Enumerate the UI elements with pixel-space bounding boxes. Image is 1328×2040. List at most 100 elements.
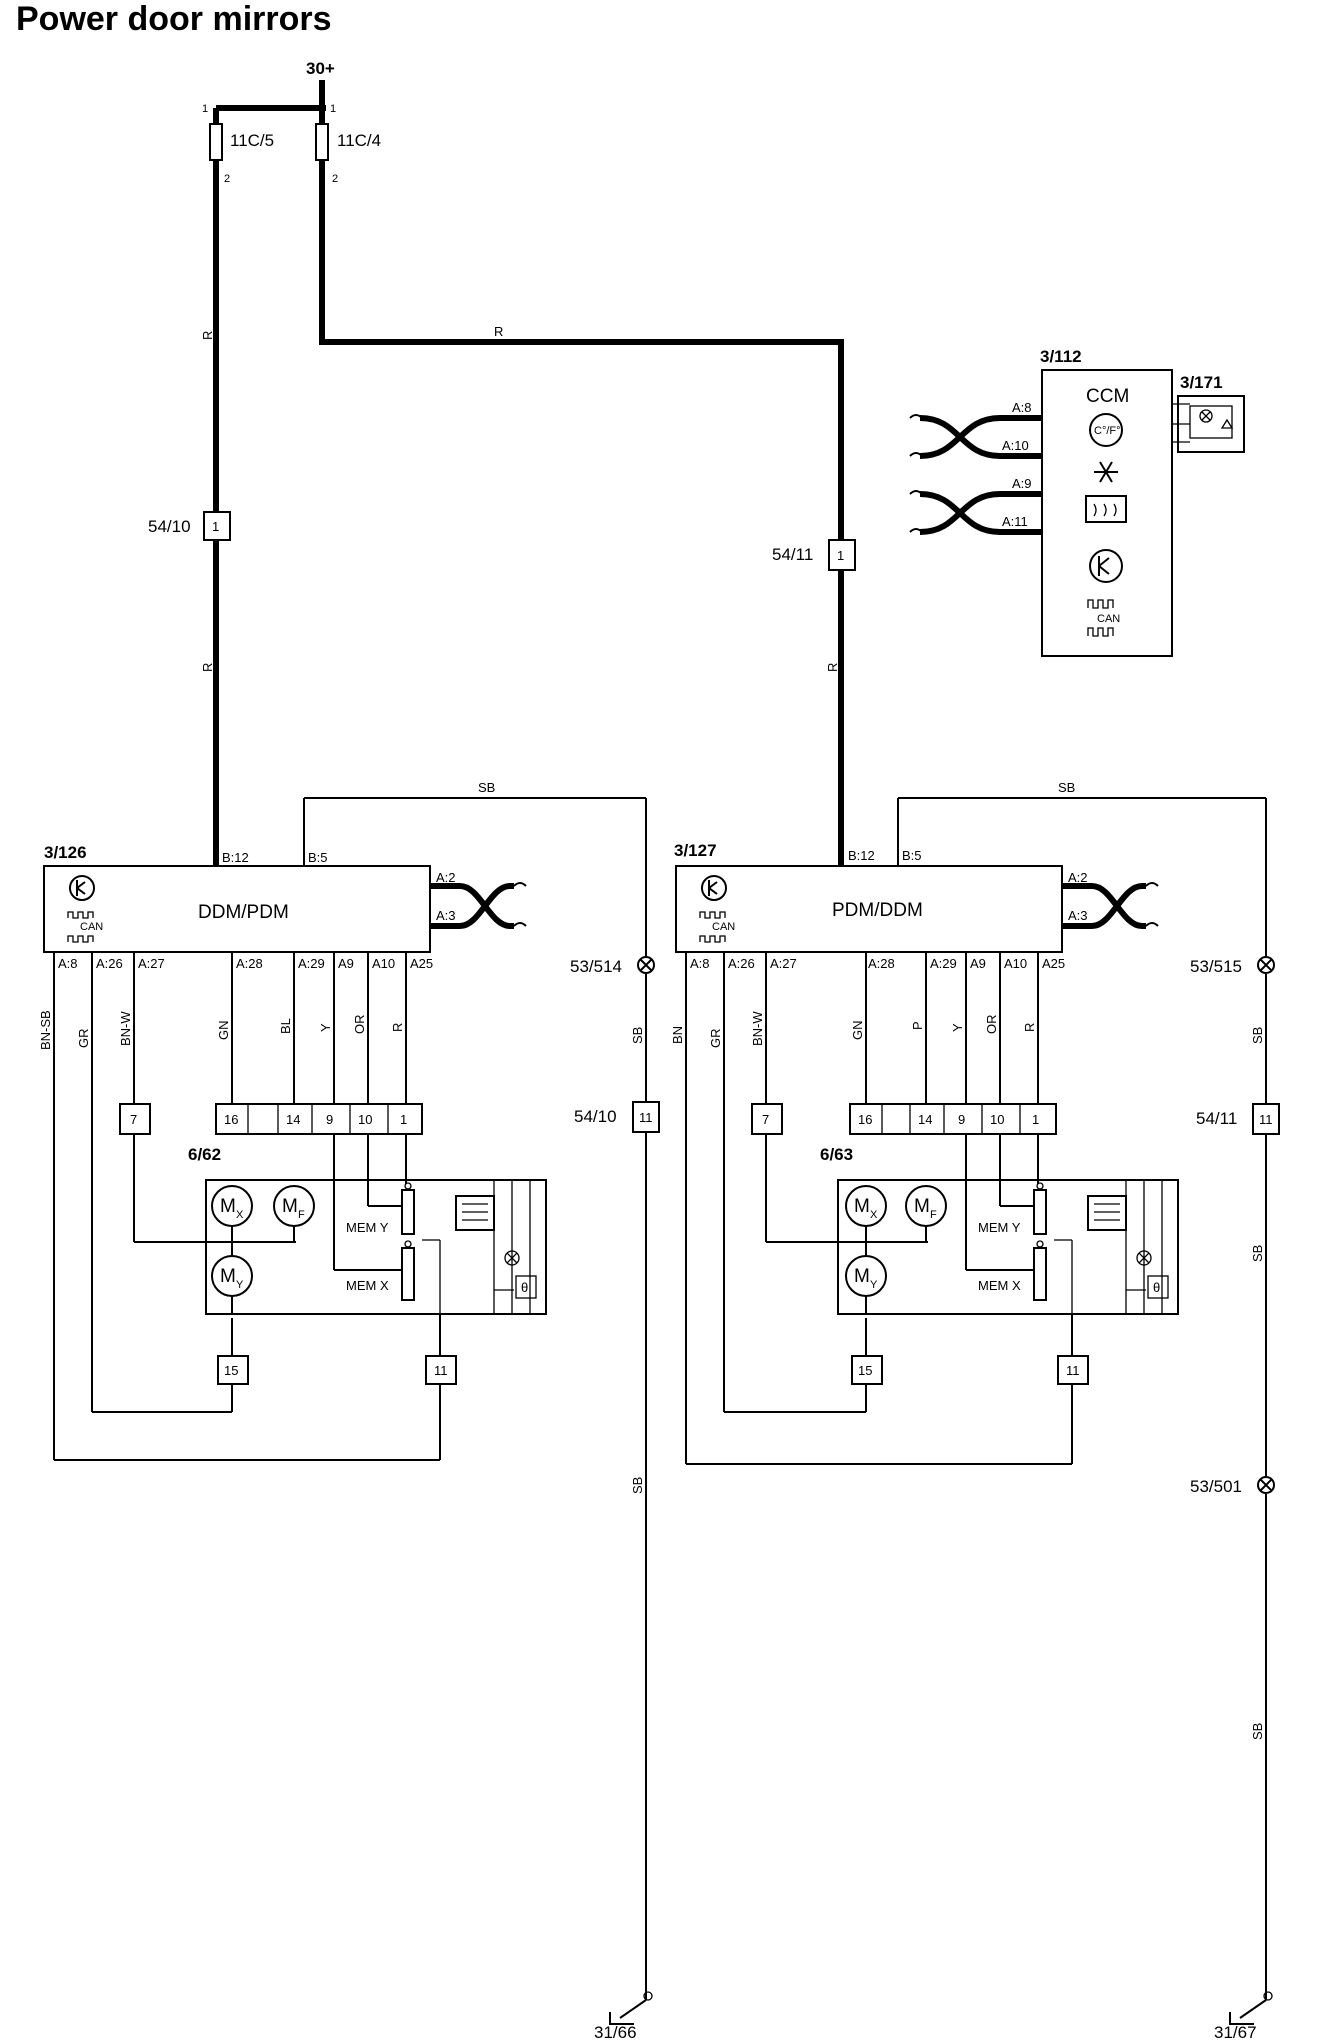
temperature-sensor-icon: θ <box>1147 1275 1169 1299</box>
rear-defrost-icon <box>1085 495 1127 523</box>
ccm-pin-a10: A:10 <box>1002 438 1029 453</box>
svg-text:M: M <box>220 1266 236 1287</box>
ccm-pin-a11: A:11 <box>1002 514 1028 529</box>
ccm-pin-a8: A:8 <box>1012 400 1032 415</box>
can-signal-icon: CAN <box>699 911 735 943</box>
svg-text:X: X <box>236 1209 244 1221</box>
svg-text:Y: Y <box>950 1023 965 1032</box>
svg-text:54/10: 54/10 <box>148 517 191 536</box>
svg-text:9: 9 <box>958 1112 965 1127</box>
svg-text:M: M <box>914 1196 930 1217</box>
svg-text:A:27: A:27 <box>138 956 165 971</box>
snowflake-icon <box>1094 461 1118 483</box>
svg-text:GN: GN <box>850 1021 865 1041</box>
right-mirror-ref: 6/63 <box>820 1145 853 1164</box>
svg-text:F: F <box>930 1209 937 1221</box>
svg-text:θ: θ <box>521 1280 528 1295</box>
svg-text:A:26: A:26 <box>96 956 123 971</box>
svg-text:θ: θ <box>1153 1280 1160 1295</box>
svg-text:OR: OR <box>984 1015 999 1035</box>
svg-text:GR: GR <box>708 1029 723 1049</box>
motor-f-icon: M F <box>905 1185 947 1227</box>
svg-text:MEM X: MEM X <box>978 1278 1021 1293</box>
pin-b5: B:5 <box>308 850 328 865</box>
motor-y-icon: M Y <box>845 1255 887 1297</box>
motor-x-icon: M X <box>211 1185 253 1227</box>
svg-text:M: M <box>854 1196 870 1217</box>
right-wire-colors: BN GR BN-W GN P Y OR R <box>670 1011 1037 1048</box>
svg-text:BN: BN <box>670 1026 685 1044</box>
svg-text:1: 1 <box>202 103 208 115</box>
right-module-name: PDM/DDM <box>832 900 923 921</box>
svg-text:15: 15 <box>224 1363 238 1378</box>
fuse-11c5: 11C/5 1 2 <box>202 103 274 185</box>
svg-text:A25: A25 <box>1042 956 1065 971</box>
transistor-icon <box>1089 549 1123 583</box>
svg-text:1: 1 <box>837 548 844 563</box>
svg-text:MEM Y: MEM Y <box>978 1220 1021 1235</box>
svg-text:F: F <box>298 1209 305 1221</box>
svg-text:X: X <box>870 1209 878 1221</box>
svg-text:53/501: 53/501 <box>1190 1477 1242 1496</box>
svg-text:14: 14 <box>918 1112 932 1127</box>
svg-text:11: 11 <box>1066 1363 1080 1378</box>
svg-text:1: 1 <box>400 1112 407 1127</box>
svg-text:M: M <box>282 1196 298 1217</box>
wire-color-r: R <box>825 663 840 672</box>
svg-text:A9: A9 <box>970 956 986 971</box>
pin-b12: B:12 <box>222 850 249 865</box>
svg-text:A:26: A:26 <box>728 956 755 971</box>
svg-text:A:8: A:8 <box>58 956 78 971</box>
svg-text:10: 10 <box>990 1112 1004 1127</box>
svg-text:BN-SB: BN-SB <box>38 1010 53 1050</box>
left-conn-strip: 16 14 9 10 1 <box>215 1103 423 1135</box>
svg-text:54/11: 54/11 <box>1196 1109 1237 1128</box>
left-module-ddm-pdm: CAN DDM/PDM <box>43 865 431 953</box>
wire-color-r: R <box>200 663 215 672</box>
svg-text:53/514: 53/514 <box>570 957 622 976</box>
diagram-title: Power door mirrors <box>16 0 332 38</box>
wire-color-sb: SB <box>1250 1027 1265 1044</box>
potentiometer-mem-x: MEM X <box>978 1240 1047 1301</box>
svg-text:15: 15 <box>858 1363 872 1378</box>
fuse-11c4: 11C/4 1 2 <box>315 103 381 185</box>
svg-text:BN-W: BN-W <box>118 1011 133 1046</box>
svg-text:A:28: A:28 <box>236 956 263 971</box>
svg-text:CAN: CAN <box>80 921 103 933</box>
temperature-sensor-icon: θ <box>515 1275 537 1299</box>
left-module-name: DDM/PDM <box>198 902 289 923</box>
svg-text:7: 7 <box>762 1112 769 1127</box>
svg-text:GR: GR <box>76 1029 91 1049</box>
svg-text:MEM Y: MEM Y <box>346 1220 389 1235</box>
lamp-icon <box>1136 1250 1152 1266</box>
svg-text:CAN: CAN <box>1097 613 1120 625</box>
svg-text:1: 1 <box>1032 1112 1039 1127</box>
svg-text:A:28: A:28 <box>868 956 895 971</box>
wire-color-r: R <box>200 331 215 340</box>
svg-text:M: M <box>854 1266 870 1287</box>
svg-text:BN-W: BN-W <box>750 1011 765 1046</box>
svg-text:53/515: 53/515 <box>1190 957 1242 976</box>
svg-text:2: 2 <box>332 173 338 185</box>
motor-f-icon: M F <box>273 1185 315 1227</box>
svg-text:A10: A10 <box>372 956 395 971</box>
svg-text:A:29: A:29 <box>930 956 957 971</box>
svg-text:14: 14 <box>286 1112 300 1127</box>
right-module-ref: 3/127 <box>674 841 717 860</box>
left-wire-colors: BN-SB GR BN-W GN BL Y OR R <box>38 1010 405 1050</box>
left-mirror-ref: 6/62 <box>188 1145 221 1164</box>
pin-b5: B:5 <box>902 848 922 863</box>
wire-color-sb: SB <box>1250 1245 1265 1262</box>
potentiometer-mem-y: MEM Y <box>346 1182 415 1235</box>
svg-text:OR: OR <box>352 1015 367 1035</box>
can-signal-icon: CAN <box>67 911 103 943</box>
transistor-icon <box>69 875 95 901</box>
right-power-feed <box>319 160 844 866</box>
svg-text:11C/5: 11C/5 <box>230 131 274 150</box>
svg-text:A:8: A:8 <box>690 956 710 971</box>
svg-text:A:27: A:27 <box>770 956 797 971</box>
left-conn-11: 11 <box>425 1355 457 1385</box>
sensor-3-171 <box>1172 395 1245 453</box>
svg-text:Y: Y <box>318 1023 333 1032</box>
